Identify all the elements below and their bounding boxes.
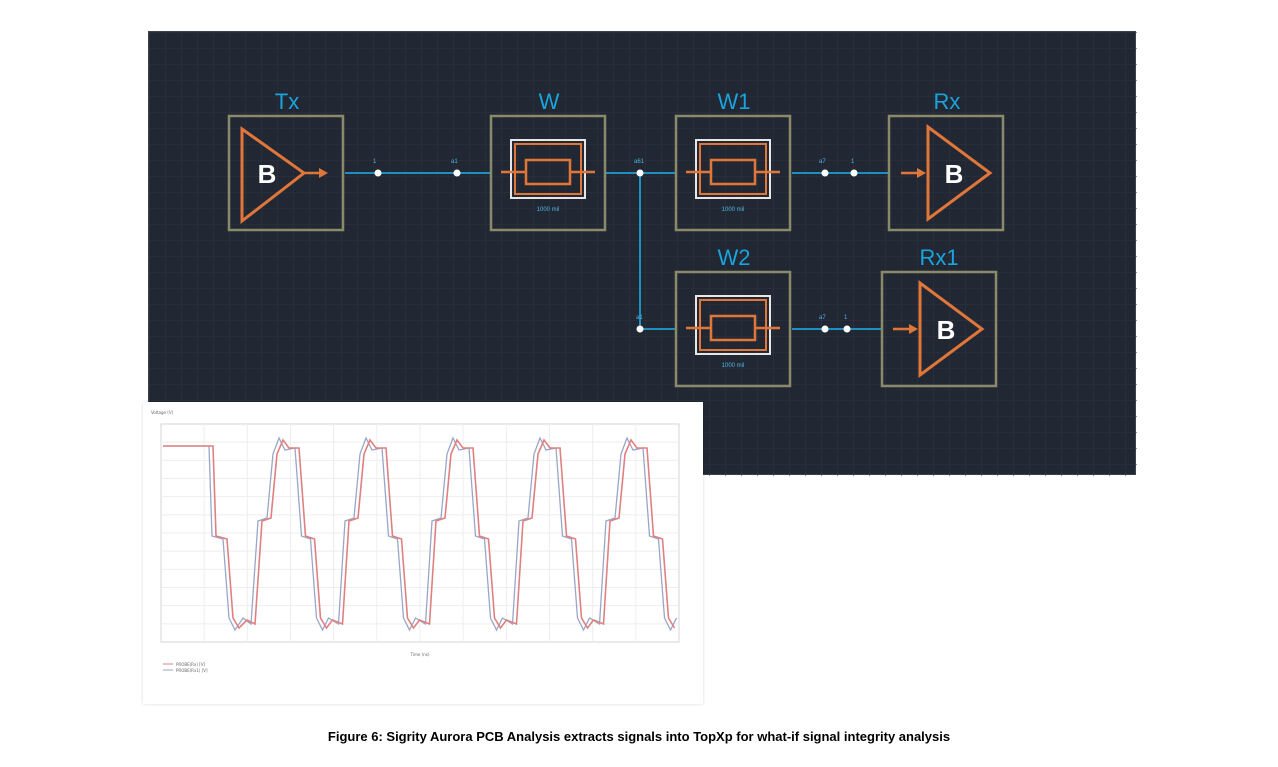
block-frame: [489, 114, 607, 232]
junction-dots: [374, 169, 858, 333]
block-frame: [880, 270, 998, 388]
buffer-triangle-icon: [918, 280, 985, 378]
block-title-w: W: [539, 89, 560, 114]
plot-x-label: Time (ns): [410, 652, 430, 657]
block-w[interactable]: W 1000 mil: [489, 89, 607, 232]
block-frame: [674, 270, 792, 388]
buffer-triangle-icon: [240, 126, 307, 225]
pin-label-rx1-in: 1: [844, 315, 848, 321]
legend-item-rx: PROBE(Rx) [V]: [176, 662, 205, 667]
tline-outline: [514, 143, 582, 195]
tline-frame: [695, 295, 771, 355]
buffer-letter: B: [258, 159, 277, 189]
tline-length-label: 1000 mil: [722, 363, 745, 369]
series-line-rx: [163, 438, 676, 630]
waveform-plot-panel: Voltage (V) Time (ns) PROBE(Rx) [V] PROB…: [143, 402, 703, 704]
pin-label-w1-out: a7: [819, 159, 826, 165]
tline-length-label: 1000 mil: [537, 207, 560, 213]
block-title-rx1: Rx1: [919, 245, 958, 270]
block-tx[interactable]: Tx B: [227, 89, 345, 232]
figure-caption: Figure 6: Sigrity Aurora PCB Analysis ex…: [327, 729, 951, 744]
pin-label-w2-out: a7: [819, 315, 826, 321]
series-line-rx1: [163, 436, 678, 632]
input-arrow-icon: [909, 324, 918, 334]
block-rx1[interactable]: Rx1 B: [880, 245, 998, 388]
block-title-rx: Rx: [934, 89, 961, 114]
tline-frame: [695, 139, 771, 199]
block-rx[interactable]: Rx B: [887, 89, 1005, 232]
block-frame: [887, 114, 1005, 232]
legend-item-rx1: PROBE(Rx1) [V]: [176, 668, 208, 673]
tline-length-label: 1000 mil: [722, 207, 745, 213]
tline-outline: [699, 299, 767, 351]
tline-outline: [699, 143, 767, 195]
tline-frame: [510, 139, 586, 199]
pin-label-w2-in: a1: [636, 315, 643, 321]
buffer-letter: B: [937, 315, 956, 345]
block-frame: [227, 114, 345, 232]
pin-label-w-in: a1: [451, 159, 458, 165]
plot-grid: [161, 424, 679, 642]
block-frame: [674, 114, 792, 232]
input-arrow-icon: [917, 168, 926, 178]
plot-legend: PROBE(Rx) [V] PROBE(Rx1) [V]: [163, 662, 208, 673]
block-title-tx: Tx: [275, 89, 299, 114]
pin-label-w-out: a61: [634, 159, 645, 165]
block-w1[interactable]: W1 1000 mil: [674, 89, 792, 232]
pin-label-rx-in: 1: [851, 159, 855, 165]
buffer-triangle-icon: [926, 124, 993, 222]
plot-series: [163, 436, 678, 632]
pin-label-tx-out: 1: [373, 159, 377, 165]
plot-title: Voltage (V): [151, 410, 174, 415]
buffer-letter: B: [945, 159, 964, 189]
block-title-w1: W1: [718, 89, 751, 114]
output-arrow-icon: [319, 168, 328, 178]
block-w2[interactable]: W2 1000 mil: [674, 245, 792, 388]
block-title-w2: W2: [718, 245, 751, 270]
